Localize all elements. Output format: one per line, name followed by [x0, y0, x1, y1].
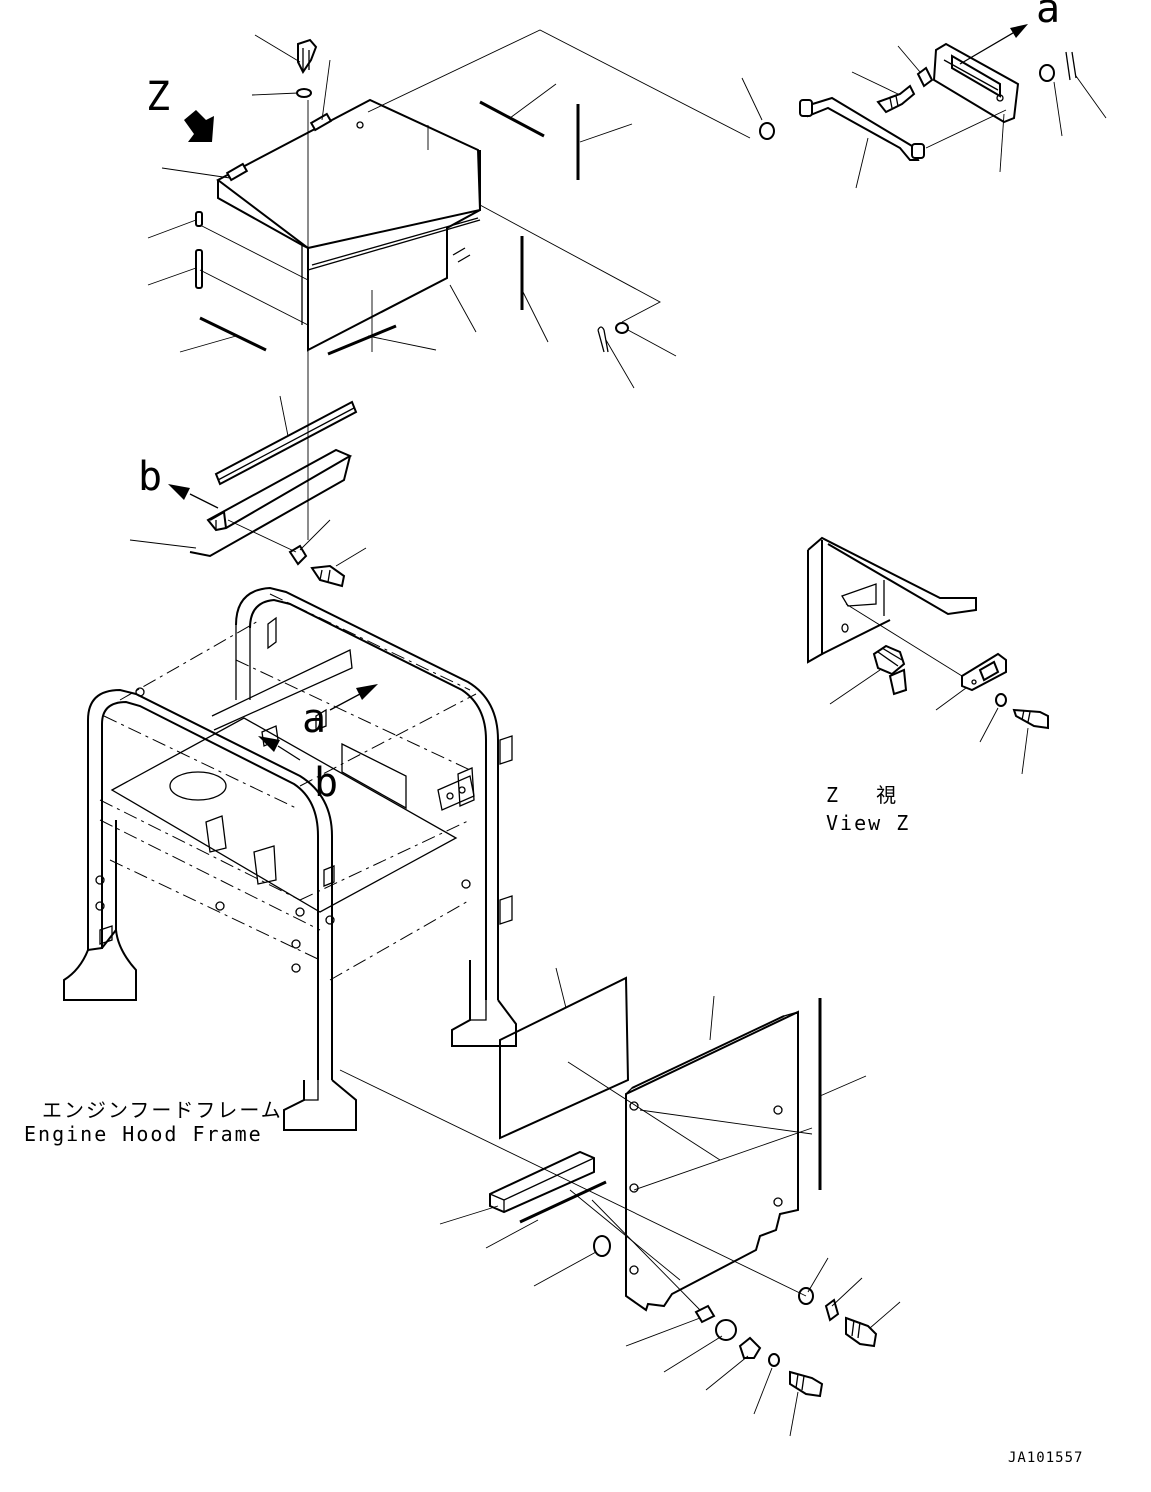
- arrow-label-a-frame: a: [302, 696, 326, 742]
- arrow-label-b-frame: b: [314, 760, 338, 806]
- arrow-label-b-left: b: [138, 454, 162, 500]
- view-z-letter: Z: [146, 74, 170, 120]
- view-z-en-label: View Z: [826, 811, 910, 835]
- top-bolt: [296, 38, 318, 98]
- view-z-marker: Z: [146, 74, 214, 142]
- arrow-label-a-top: a: [1036, 0, 1060, 32]
- frame-jp-label: エンジンフードフレーム: [42, 1098, 283, 1122]
- strip-bracket-parts: b: [129, 395, 367, 588]
- hood-cover-assembly: [147, 29, 751, 540]
- engine-hood-frame: a b エンジンフードフレーム Engine Hood Frame: [24, 586, 517, 1146]
- view-z-detail: Z 視 View Z: [807, 536, 1049, 835]
- frame-en-label: Engine Hood Frame: [24, 1122, 263, 1146]
- handle-latch-parts: a: [741, 0, 1107, 189]
- view-z-jp-label: Z 視: [826, 783, 898, 807]
- drawing-code: JA101557: [1008, 1450, 1083, 1466]
- side-panel-assembly: [339, 967, 901, 1437]
